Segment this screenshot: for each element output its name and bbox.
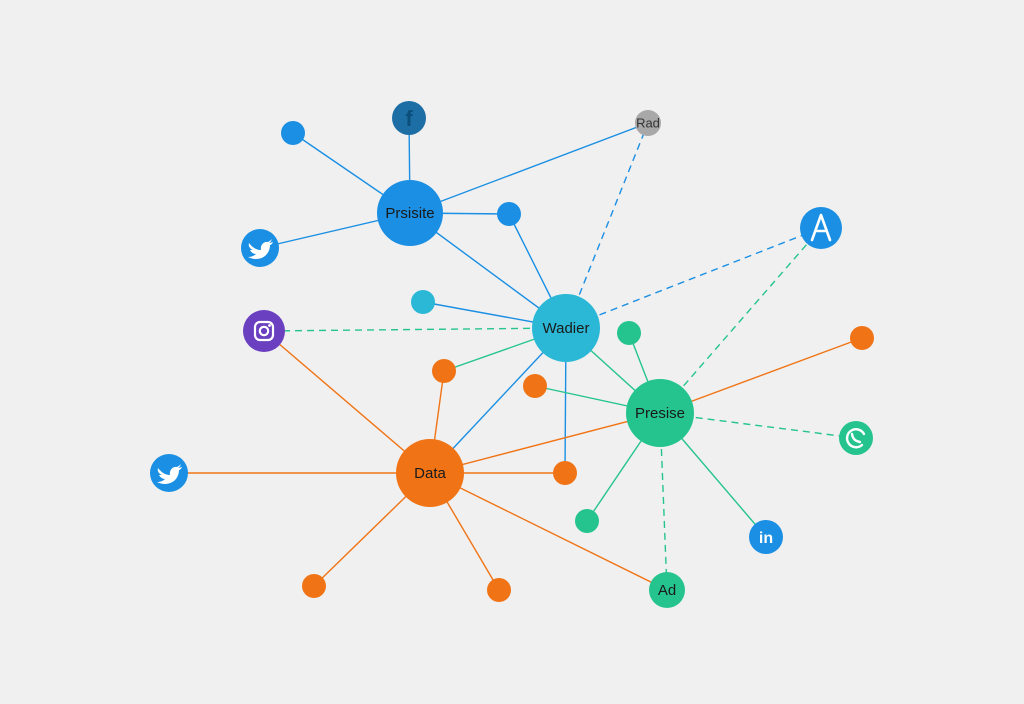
hub-presise: Presise [626, 379, 694, 447]
node [432, 359, 456, 383]
hub-prsisite: Prsisite [377, 180, 443, 246]
node [553, 461, 577, 485]
facebook-icon: f [392, 101, 426, 135]
node [523, 374, 547, 398]
node [575, 509, 599, 533]
node [302, 574, 326, 598]
hub-prsisite-label: Prsisite [385, 205, 434, 222]
svg-text:in: in [759, 530, 773, 547]
app-store-icon [800, 207, 842, 249]
edge [659, 227, 822, 414]
node [487, 578, 511, 602]
linkedin-icon: in [749, 520, 783, 554]
node [281, 121, 305, 145]
twitter-icon [150, 454, 188, 492]
node [497, 202, 521, 226]
hub-presise-label: Presise [635, 405, 685, 422]
edges [169, 117, 863, 591]
instagram-icon [243, 310, 285, 352]
node [850, 326, 874, 350]
plain-nodes [281, 121, 874, 602]
hub-wadier: Wadier [532, 294, 600, 362]
edge [263, 330, 431, 474]
hub-wadier-label: Wadier [543, 320, 590, 337]
ad-label: Ad [658, 582, 676, 599]
twitter-icon [241, 229, 279, 267]
hub-data-label: Data [414, 465, 446, 482]
hub-data: Data [396, 439, 464, 507]
svg-text:f: f [405, 106, 413, 131]
edge [429, 412, 661, 474]
rad-label: Rad [636, 116, 660, 131]
edge [565, 227, 822, 329]
edge [565, 122, 649, 329]
node [411, 290, 435, 314]
edge [659, 337, 863, 414]
edge [263, 327, 567, 332]
rad-node: Rad [635, 110, 661, 136]
ad-node: Ad [649, 572, 685, 608]
edge [409, 122, 649, 214]
edge [659, 412, 857, 439]
whatsapp-icon [839, 421, 873, 455]
node [617, 321, 641, 345]
edge [429, 472, 668, 591]
